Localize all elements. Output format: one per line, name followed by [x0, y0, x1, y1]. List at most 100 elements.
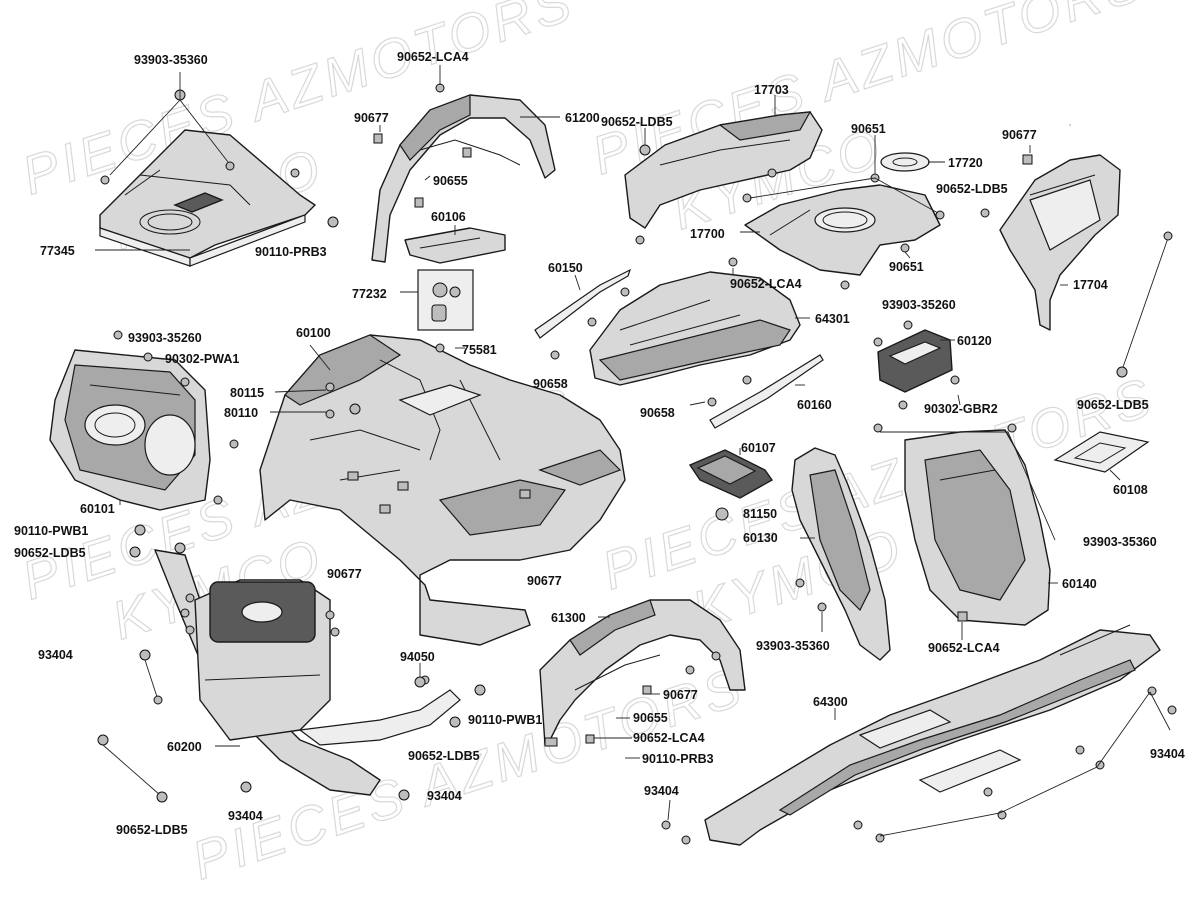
label-90677-b[interactable]: 90677: [1002, 128, 1037, 142]
part-17703-rear-fender[interactable]: [624, 111, 823, 245]
label-64301[interactable]: 64301: [815, 312, 850, 326]
label-90652-lca4-d[interactable]: 90652-LCA4: [633, 731, 705, 745]
label-90652-ldb5-c[interactable]: 90652-LDB5: [1077, 398, 1149, 412]
leader-80115: [274, 389, 327, 393]
label-90677-a[interactable]: 90677: [354, 111, 389, 125]
part-93404-a-screw[interactable]: [139, 649, 163, 705]
label-75581[interactable]: 75581: [462, 343, 497, 357]
label-60106[interactable]: 60106: [431, 210, 466, 224]
leader-93404-d: [667, 799, 671, 821]
label-93404-e[interactable]: 93404: [1150, 747, 1185, 761]
part-61200-front-fender[interactable]: [371, 83, 556, 263]
label-81150[interactable]: 81150: [743, 507, 777, 521]
label-61200[interactable]: 61200: [565, 111, 600, 125]
part-77345-front-tray[interactable]: [99, 89, 316, 267]
label-90658-a[interactable]: 90658: [533, 377, 568, 391]
label-60108[interactable]: 60108: [1113, 483, 1148, 497]
label-93903-35360-b[interactable]: 93903-35360: [1083, 535, 1157, 549]
label-93903-35260-a[interactable]: 93903-35260: [882, 298, 956, 312]
part-60108-gasket[interactable]: [1053, 431, 1150, 473]
part-77232-key-switch[interactable]: [417, 269, 474, 331]
label-93404-d[interactable]: 93404: [644, 784, 679, 798]
label-90302-gbr2[interactable]: 90302-GBR2: [924, 402, 998, 416]
label-93903-35360-c[interactable]: 93903-35360: [756, 639, 830, 653]
label-60160[interactable]: 60160: [797, 398, 832, 412]
label-80115[interactable]: 80115: [230, 386, 264, 400]
label-90652-ldb5-f[interactable]: 90652-LDB5: [116, 823, 188, 837]
label-90302-pwa1[interactable]: 90302-PWA1: [165, 352, 239, 366]
label-64300[interactable]: 64300: [813, 695, 848, 709]
part-60160-trim-strip[interactable]: [707, 354, 824, 429]
part-60140-right-side-panel[interactable]: [873, 423, 1051, 626]
part-90652-ldb5-rod[interactable]: [1116, 231, 1173, 378]
label-90652-ldb5-d[interactable]: 90652-LDB5: [14, 546, 86, 560]
leader-90302-gbr2: [957, 394, 961, 406]
part-64301-seat[interactable]: [589, 257, 801, 386]
part-64300-floor-panel[interactable]: [661, 624, 1177, 846]
label-17720[interactable]: 17720: [948, 156, 983, 170]
label-90655-a[interactable]: 90655: [433, 174, 468, 188]
part-60200-front-bumper[interactable]: [154, 542, 486, 796]
label-60150[interactable]: 60150: [548, 261, 583, 275]
label-90655-b[interactable]: 90655: [633, 711, 668, 725]
part-60101-headlight-housing[interactable]: [49, 330, 239, 511]
part-90652-ldb5-d-nut[interactable]: [129, 546, 141, 558]
label-17703[interactable]: 17703: [754, 83, 789, 97]
label-60130[interactable]: 60130: [743, 531, 778, 545]
label-90652-lca4-b[interactable]: 90652-LCA4: [730, 277, 802, 291]
label-90677-c[interactable]: 90677: [327, 567, 362, 581]
leader-93404-e: [879, 691, 1171, 837]
label-90110-pwb1-a[interactable]: 90110-PWB1: [14, 524, 88, 538]
part-60130-left-side-panel[interactable]: [791, 447, 891, 661]
part-61300-front-fender-right[interactable]: [539, 599, 746, 747]
label-90677-e[interactable]: 90677: [663, 688, 698, 702]
part-90652-ldb5-f-bolt[interactable]: [97, 734, 168, 803]
leader-60108: [1109, 469, 1121, 481]
label-77345[interactable]: 77345: [40, 244, 75, 258]
part-60106-cover[interactable]: [404, 227, 506, 264]
part-60107-cap[interactable]: [688, 449, 774, 499]
part-90110-prb3-a-bolt[interactable]: [327, 216, 339, 228]
label-60107[interactable]: 60107: [741, 441, 776, 455]
part-93404-c-screw[interactable]: [398, 789, 410, 801]
label-60200[interactable]: 60200: [167, 740, 202, 754]
label-90677-d[interactable]: 90677: [527, 574, 562, 588]
label-90651-b[interactable]: 90651: [889, 260, 924, 274]
label-94050[interactable]: 94050: [400, 650, 435, 664]
part-60100-front-body[interactable]: [259, 334, 626, 646]
label-93903-35360-a[interactable]: 93903-35360: [134, 53, 208, 67]
part-60150-trim-strip[interactable]: [534, 268, 632, 360]
label-90110-pwb1-b[interactable]: 90110-PWB1: [468, 713, 542, 727]
label-90651-a[interactable]: 90651: [851, 122, 886, 136]
label-61300[interactable]: 61300: [551, 611, 586, 625]
label-90652-ldb5-b[interactable]: 90652-LDB5: [936, 182, 1008, 196]
label-60140[interactable]: 60140: [1062, 577, 1097, 591]
part-81150-clip[interactable]: [715, 507, 729, 521]
label-90110-prb3-a[interactable]: 90110-PRB3: [255, 245, 327, 259]
label-60100[interactable]: 60100: [296, 326, 331, 340]
label-90658-b[interactable]: 90658: [640, 406, 675, 420]
part-17720-grommet[interactable]: [880, 152, 930, 172]
part-60120-storage-box[interactable]: [873, 320, 960, 410]
label-90652-lca4-a[interactable]: 90652-LCA4: [397, 50, 469, 64]
label-93404-a[interactable]: 93404: [38, 648, 73, 662]
label-93404-b[interactable]: 93404: [228, 809, 263, 823]
label-80110[interactable]: 80110: [224, 406, 258, 420]
part-17704-rear-mudguard[interactable]: [980, 124, 1121, 331]
label-90652-lca4-c[interactable]: 90652-LCA4: [928, 641, 1000, 655]
label-77232[interactable]: 77232: [352, 287, 387, 301]
label-60120[interactable]: 60120: [957, 334, 992, 348]
label-17700[interactable]: 17700: [690, 227, 725, 241]
part-17700-rear-panel[interactable]: [742, 173, 945, 290]
label-93903-35260-b[interactable]: 93903-35260: [128, 331, 202, 345]
label-90652-ldb5-e[interactable]: 90652-LDB5: [408, 749, 480, 763]
label-93404-c[interactable]: 93404: [427, 789, 462, 803]
label-90652-ldb5-a[interactable]: 90652-LDB5: [601, 115, 673, 129]
part-93404-b-screw[interactable]: [240, 781, 252, 793]
label-90110-prb3-b[interactable]: 90110-PRB3: [642, 752, 714, 766]
part-90110-pwb1-a-bolt[interactable]: [134, 524, 146, 536]
part-94050-nut[interactable]: [414, 676, 426, 688]
label-17704[interactable]: 17704: [1073, 278, 1108, 292]
label-60101[interactable]: 60101: [80, 502, 115, 516]
